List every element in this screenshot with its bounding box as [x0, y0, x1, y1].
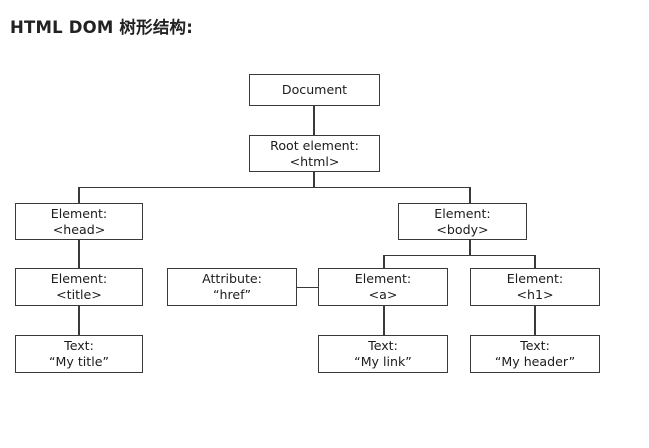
node-element-body-line1: Element:: [434, 205, 491, 221]
node-element-body-line2: <body>: [436, 221, 489, 237]
node-element-head-line1: Element:: [50, 205, 108, 221]
node-attribute-href[interactable]: Attribute: “href”: [167, 268, 297, 306]
edge-body-anchor-drop: [383, 255, 385, 268]
edge-document-html: [313, 106, 315, 135]
edge-body-h1-drop: [534, 255, 536, 268]
node-attribute-href-line2: “href”: [212, 287, 252, 302]
edge-anchor-text: [383, 306, 385, 335]
node-text-my-link[interactable]: Text: “My link”: [318, 335, 448, 373]
edge-head-title: [78, 240, 80, 268]
node-attribute-href-line1: Attribute:: [202, 271, 262, 286]
node-text-my-title-line1: Text:: [64, 338, 94, 353]
node-element-head[interactable]: Element: <head>: [15, 203, 143, 240]
edge-html-bar: [78, 187, 471, 189]
node-element-h1-line2: <h1>: [516, 287, 554, 302]
node-root-html-line2: <html>: [289, 153, 340, 169]
node-root-html[interactable]: Root element: <html>: [249, 135, 380, 172]
node-element-title-line1: Element:: [50, 271, 108, 286]
node-element-a-line1: Element:: [354, 271, 412, 286]
node-element-a[interactable]: Element: <a>: [318, 268, 448, 306]
edge-title-text: [78, 306, 80, 335]
edge-attribute-anchor: [297, 287, 318, 289]
node-text-my-header[interactable]: Text: “My header”: [470, 335, 600, 373]
node-element-h1-line1: Element:: [506, 271, 564, 286]
node-document[interactable]: Document: [249, 74, 380, 106]
node-element-a-line2: <a>: [368, 287, 398, 302]
node-root-html-line1: Root element:: [270, 137, 359, 153]
node-text-my-link-line1: Text:: [368, 338, 398, 353]
edge-h1-text: [534, 306, 536, 335]
node-element-body[interactable]: Element: <body>: [398, 203, 527, 240]
node-text-my-header-line2: “My header”: [494, 354, 576, 369]
edge-html-stub: [313, 172, 315, 188]
edge-body-stub: [469, 240, 471, 256]
node-element-h1[interactable]: Element: <h1>: [470, 268, 600, 306]
page-title: HTML DOM 树形结构:: [10, 18, 194, 37]
node-element-title[interactable]: Element: <title>: [15, 268, 143, 306]
edge-html-body-drop: [469, 187, 471, 203]
node-element-title-line2: <title>: [56, 287, 102, 302]
edge-body-bar: [383, 255, 536, 257]
node-text-my-title[interactable]: Text: “My title”: [15, 335, 143, 373]
edge-html-head-drop: [78, 187, 80, 203]
node-text-my-link-line2: “My link”: [354, 354, 412, 369]
node-document-line1: Document: [281, 82, 348, 97]
node-text-my-title-line2: “My title”: [49, 354, 109, 369]
node-text-my-header-line1: Text:: [520, 338, 550, 353]
node-element-head-line2: <head>: [52, 221, 106, 237]
